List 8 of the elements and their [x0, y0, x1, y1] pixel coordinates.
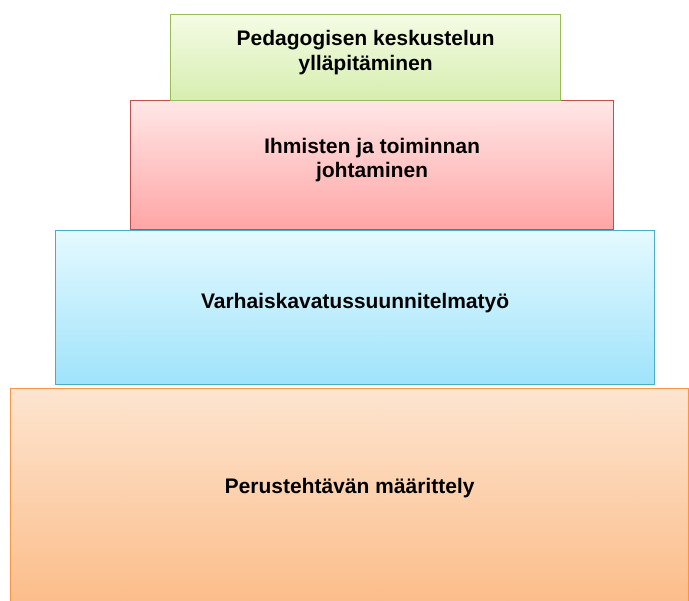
level-box: [130, 100, 614, 230]
level-label: Pedagogisen keskustelun ylläpitäminen: [236, 27, 496, 76]
level-box: [55, 230, 655, 385]
level-box: [10, 388, 689, 601]
level-label: Perustehtävän määrittely: [224, 474, 474, 500]
level-box: [170, 14, 561, 101]
level-label: Ihmisten ja toiminnan johtaminen: [263, 134, 481, 184]
level-label: Varhaiskavatussuunnitelmatyö: [200, 290, 510, 315]
